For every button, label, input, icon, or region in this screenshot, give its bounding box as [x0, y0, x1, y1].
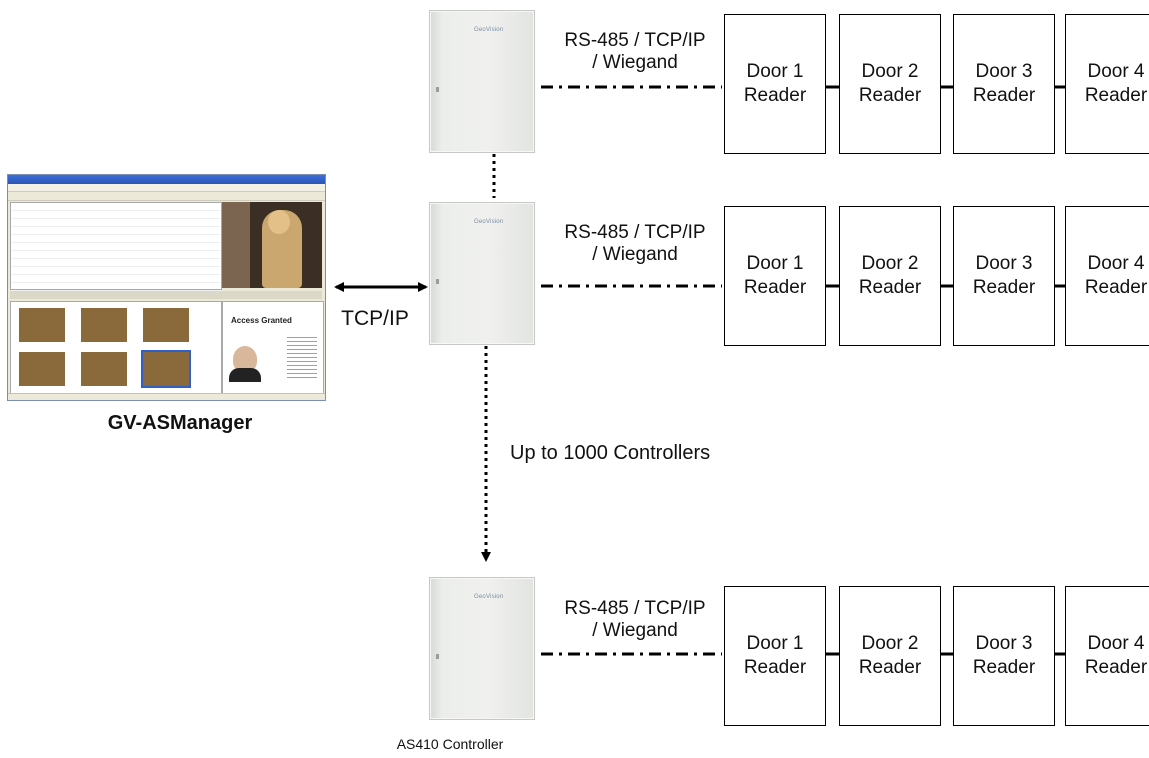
- connection-label: RS-485 / TCP/IP/ Wiegand: [564, 222, 706, 265]
- controller-logo: GeoVision: [474, 27, 504, 33]
- app-caption: GV-ASManager: [107, 412, 253, 434]
- person-photo: [233, 346, 257, 372]
- connection-label: RS-485 / TCP/IP/ Wiegand: [564, 598, 706, 641]
- app-tabs: [10, 291, 322, 299]
- gv-asmanager-screenshot: Access Granted: [7, 174, 326, 401]
- card-info-lines: [287, 334, 317, 378]
- connection-label: RS-485 / TCP/IP/ Wiegand: [564, 30, 706, 73]
- controller-logo: GeoVision: [474, 594, 504, 600]
- app-live-view: [222, 202, 322, 288]
- app-titlebar: [8, 175, 325, 184]
- controller-cabinet: GeoVision: [429, 202, 535, 345]
- cabinet-lock: [436, 654, 439, 659]
- controller-count-label: Up to 1000 Controllers: [510, 442, 711, 464]
- controller-logo: GeoVision: [474, 219, 504, 225]
- controller-cabinet: GeoVision: [429, 577, 535, 720]
- app-statusbar: [8, 393, 325, 400]
- app-toolbar: [8, 192, 325, 201]
- app-menubar: [8, 184, 325, 192]
- controller-cabinet: GeoVision: [429, 10, 535, 153]
- controller-caption: AS410 Controller: [396, 736, 504, 752]
- app-access-granted-panel: Access Granted: [222, 301, 324, 395]
- tcpip-link-label: TCP/IP: [341, 307, 409, 330]
- cabinet-lock: [436, 279, 439, 284]
- app-device-tree: [10, 202, 222, 291]
- access-granted-title: Access Granted: [231, 316, 292, 325]
- cabinet-lock: [436, 87, 439, 92]
- app-event-thumbnails: [10, 301, 222, 395]
